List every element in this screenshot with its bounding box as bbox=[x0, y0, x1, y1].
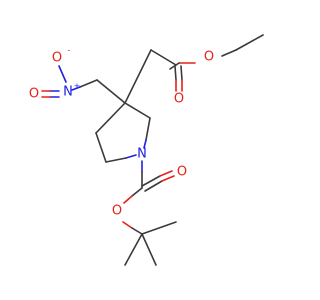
ester-oxygen-label: O bbox=[204, 50, 214, 65]
bond-ethyl-ch3-ch2 bbox=[235, 34, 264, 51]
bond-ring-n-c5 bbox=[105, 157, 127, 163]
bond-ring-c2-n bbox=[145, 117, 151, 141]
carbamate-carbonyl-oxygen-label: O bbox=[177, 165, 187, 180]
bond-tbu-methyl-left bbox=[124, 233, 143, 266]
bond-ring-c3-c2 bbox=[124, 102, 151, 119]
molecule-structure: O O O - N + O N O O bbox=[29, 34, 264, 266]
bond-carbamate-carbonyl-double-b-red bbox=[161, 175, 175, 182]
ester-carbonyl-oxygen-label: O bbox=[174, 92, 184, 107]
bond-ring-c5-c4 bbox=[95, 132, 107, 163]
bond-carbamate-c-o bbox=[131, 187, 143, 197]
bond-ring-c2-n-blue bbox=[143, 139, 147, 149]
bond-ring-c4-c3 bbox=[95, 102, 126, 134]
bond-carbamate-carbonyl-double-b bbox=[144, 180, 163, 192]
ring-nitrogen-label: N bbox=[137, 147, 147, 162]
bond-carbamate-o-tbu-red bbox=[122, 221, 133, 229]
bond-nitro-n-o-minus bbox=[58, 65, 67, 83]
bond-carbamate-carbonyl-double-a-red bbox=[159, 170, 173, 177]
bond-ring-n-c5-blue bbox=[125, 154, 137, 159]
bond-carbamate-c-o-red bbox=[123, 195, 133, 204]
structure-canvas: O O O - N + O N O O bbox=[28, 34, 264, 266]
bond-quaternary-ch2-nitro bbox=[96, 79, 126, 104]
bond-nitro-n-ch2-blue bbox=[71, 86, 81, 91]
bond-tbu-methyl-right bbox=[141, 221, 177, 235]
bond-ch2-quaternary bbox=[124, 49, 152, 104]
bond-ethyl-ch2-o bbox=[221, 49, 237, 57]
nitro-oxygen-minus-label: O bbox=[52, 51, 62, 66]
bond-ch2-nitro-n bbox=[79, 79, 98, 88]
bond-carbamate-o-tbu bbox=[131, 227, 143, 235]
bond-ester-carbonyl-double-b bbox=[180, 65, 183, 81]
bond-ester-carbonyl-ch2 bbox=[150, 49, 177, 66]
bond-carbamate-carbonyl-double-a bbox=[141, 175, 161, 187]
nitro-minus-charge: - bbox=[68, 46, 71, 55]
carbamate-ester-oxygen-label: O bbox=[112, 204, 122, 219]
nitro-nitrogen-label: N bbox=[63, 85, 73, 100]
bond-tbu-methyl-down bbox=[141, 233, 157, 266]
nitro-plus-charge: + bbox=[74, 82, 81, 91]
bond-ester-carbonyl-double-a bbox=[174, 65, 177, 81]
nitro-oxygen-double-label: O bbox=[29, 87, 39, 102]
